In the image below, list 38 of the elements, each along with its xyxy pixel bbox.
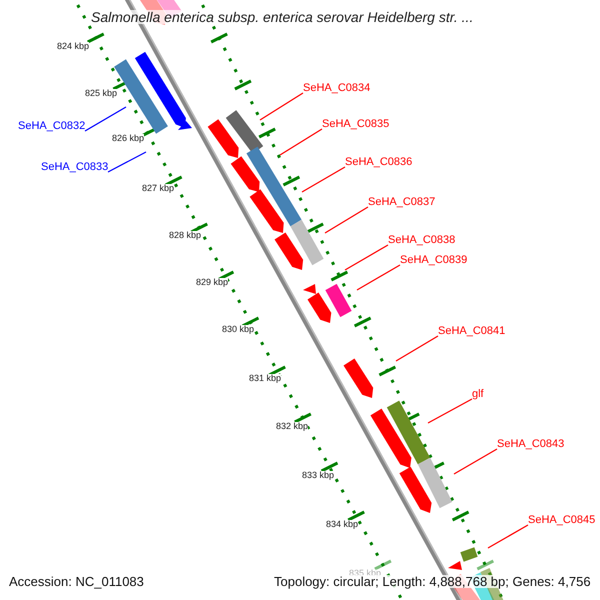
gene-label: SeHA_C0834 [303,83,370,94]
gene-label: SeHA_C0836 [345,157,412,168]
gene-label: SeHA_C0845 [528,515,596,526]
scale-label: 833 kbp [302,471,334,480]
gene-label: SeHA_C0832 [18,121,86,132]
genome-summary: Topology: circular; Length: 4,888,768 bp; Genes: 4,756 [274,575,591,588]
leader-line [356,264,400,291]
leader-line [260,92,304,120]
scale-label: 826 kbp [112,134,144,143]
gene-label: SeHA_C0835 [322,119,390,130]
scale-label: 827 kbp [142,184,174,193]
leader-line [302,166,346,193]
leader-line [84,106,126,132]
leader-line [454,448,498,475]
leader-line [428,398,472,424]
leader-line [344,244,388,271]
leader-line [488,524,528,549]
leader-line [396,335,438,362]
scale-label: 828 kbp [169,231,202,240]
scale-label: 825 kbp [85,89,118,98]
title: Salmonella enterica subsp. enterica serovar Heidelberg str. ... [91,10,474,24]
gene-label: SeHA_C0843 [497,439,564,450]
scale-label: 829 kbp [196,278,228,287]
scale-label: 834 kbp [326,520,358,529]
gene-label: glf [472,389,484,400]
gene-label: SeHA_C0838 [388,235,456,246]
gene-label: SeHA_C0833 [41,162,108,173]
leader-line [280,128,322,156]
scale-label: 824 kbp [57,42,90,51]
gene-label: SeHA_C0841 [438,326,506,337]
accession-label: Accession: NC_011083 [9,575,144,588]
scale-label: 831 kbp [249,374,282,383]
scale-label: 830 kbp [222,325,254,334]
gene-label: SeHA_C0837 [368,197,436,208]
leader-line [324,206,368,234]
scale-label: 832 kbp [276,422,308,431]
gene-label: SeHA_C0839 [400,255,468,266]
leader-line [108,151,146,173]
